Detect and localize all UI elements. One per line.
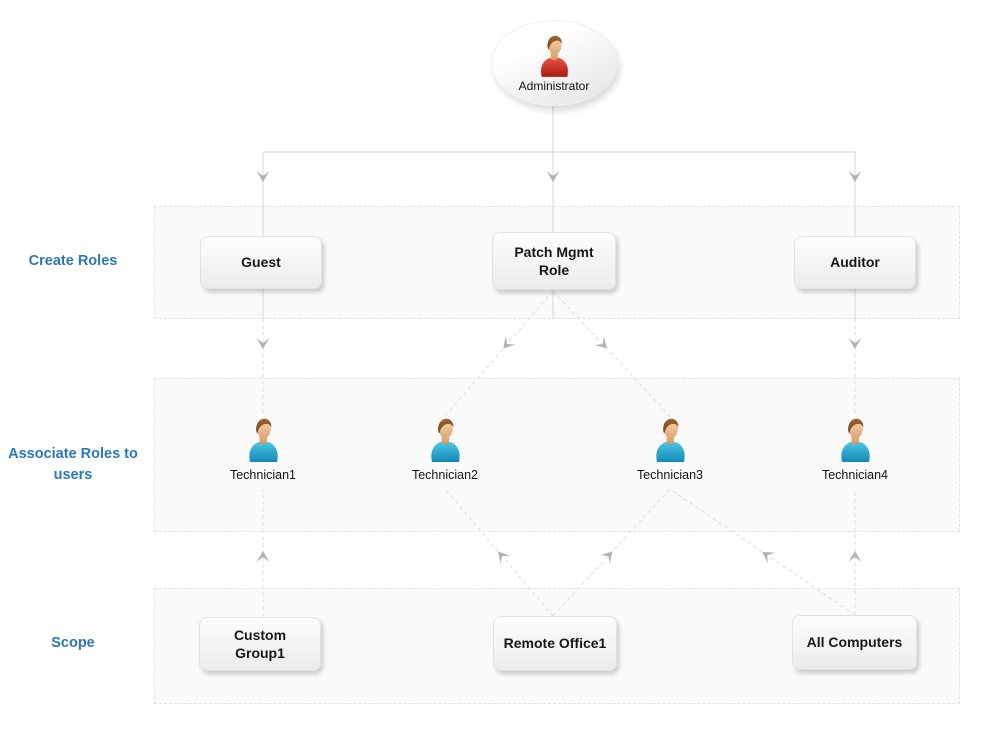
- node-scope-custom-group1: Custom Group1: [199, 617, 321, 671]
- technician1-label: Technician1: [229, 468, 296, 482]
- node-technician2: Technician2: [390, 417, 500, 482]
- administrator-label: Administrator: [518, 78, 590, 93]
- node-technician1: Technician1: [208, 417, 318, 482]
- node-role-auditor: Auditor: [794, 236, 916, 289]
- node-scope-all-computers: All Computers: [792, 615, 917, 670]
- technician2-label: Technician2: [411, 468, 478, 482]
- administrator-person-icon: [535, 34, 573, 78]
- band-label-create-roles: Create Roles: [28, 253, 118, 269]
- scope-remote-office1-label: Remote Office1: [503, 635, 607, 652]
- node-scope-remote-office1: Remote Office1: [493, 616, 617, 671]
- node-technician3: Technician3: [615, 417, 725, 482]
- technician-person-icon: [425, 417, 465, 463]
- role-auditor-label: Auditor: [830, 254, 880, 271]
- band-label-scope: Scope: [51, 635, 95, 651]
- technician3-label: Technician3: [636, 468, 703, 482]
- band-label-associate-roles: Associate Roles to users: [8, 446, 138, 484]
- scope-all-computers-label: All Computers: [806, 634, 903, 651]
- technician-person-icon: [835, 417, 875, 463]
- node-technician4: Technician4: [800, 417, 910, 482]
- role-guest-label: Guest: [241, 254, 281, 271]
- scope-custom-group1-label: Custom Group1: [233, 626, 287, 661]
- node-administrator: Administrator: [491, 20, 617, 106]
- role-patch-mgmt-label: Patch Mgmt Role: [514, 243, 594, 278]
- technician-person-icon: [243, 417, 283, 463]
- band-associate-roles: [154, 378, 960, 532]
- technician-person-icon: [650, 417, 690, 463]
- node-role-patch-mgmt: Patch Mgmt Role: [492, 232, 616, 290]
- technician4-label: Technician4: [821, 468, 888, 482]
- node-role-guest: Guest: [200, 236, 322, 289]
